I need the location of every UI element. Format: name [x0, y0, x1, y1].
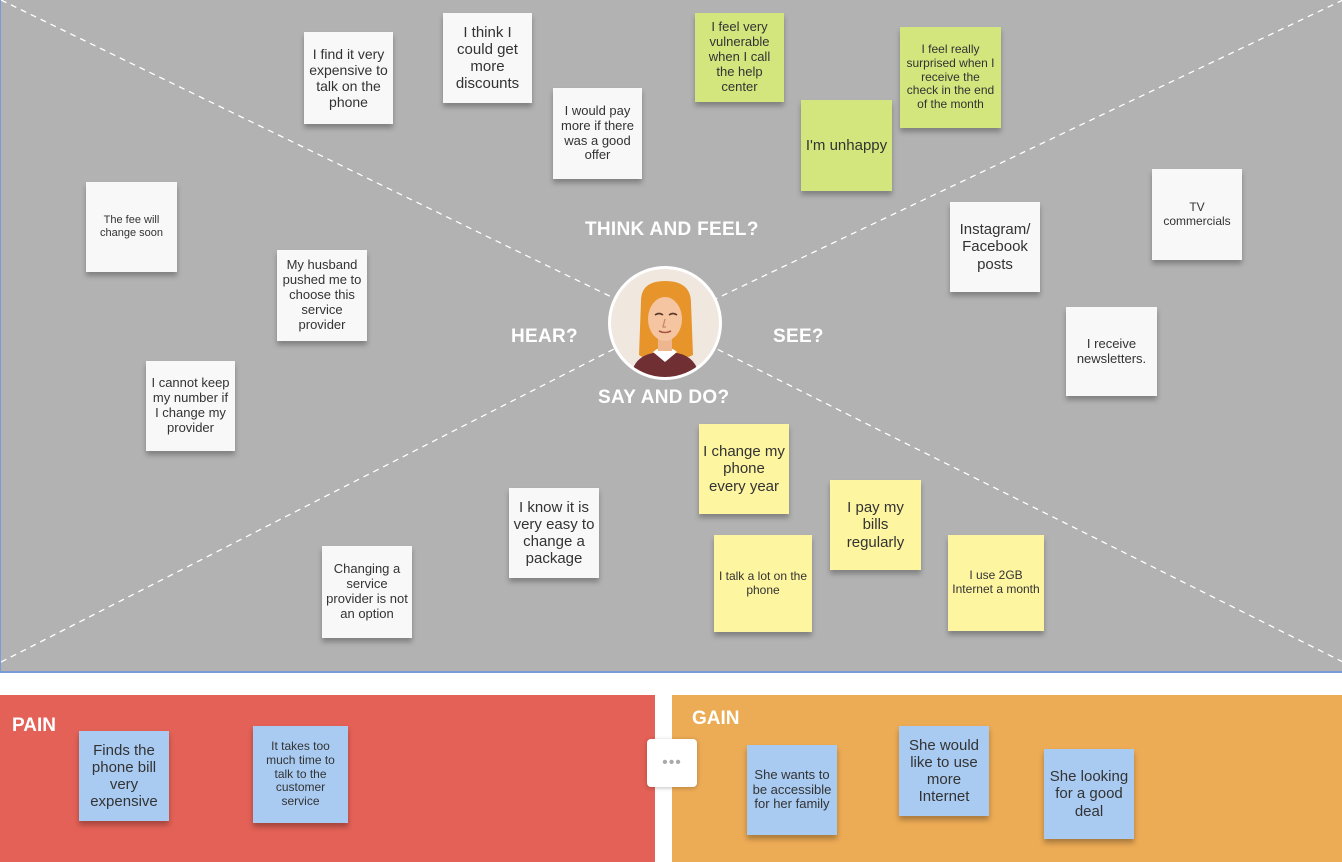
label-say-and-do: SAY AND DO?	[598, 387, 730, 408]
sticky-note[interactable]: I cannot keep my number if I change my p…	[146, 361, 235, 451]
sticky-note[interactable]: I pay my bills regularly	[830, 480, 921, 570]
sticky-note[interactable]: The fee will change soon	[86, 182, 177, 272]
sticky-note[interactable]: She looking for a good deal	[1044, 749, 1134, 839]
empathy-map-board: THINK AND FEEL? HEAR? SEE? SAY AND DO? I…	[0, 0, 1342, 673]
more-horizontal-icon[interactable]: •••	[647, 739, 697, 787]
label-see: SEE?	[773, 326, 824, 347]
sticky-note[interactable]: I would pay more if there was a good off…	[553, 88, 642, 179]
sticky-note[interactable]: I use 2GB Internet a month	[948, 535, 1044, 631]
label-think-and-feel: THINK AND FEEL?	[585, 219, 759, 240]
sticky-note[interactable]: She wants to be accessible for her famil…	[747, 745, 837, 835]
sticky-note[interactable]: I change my phone every year	[699, 424, 789, 514]
sticky-note[interactable]: Instagram/ Facebook posts	[950, 202, 1040, 292]
sticky-note[interactable]: I feel really surprised when I receive t…	[900, 27, 1001, 128]
sticky-note[interactable]: I talk a lot on the phone	[714, 535, 812, 632]
sticky-note[interactable]: My husband pushed me to choose this serv…	[277, 250, 367, 341]
sticky-note[interactable]: I know it is very easy to change a packa…	[509, 488, 599, 578]
sticky-note[interactable]: I receive newsletters.	[1066, 307, 1157, 396]
sticky-note[interactable]: I'm unhappy	[801, 100, 892, 191]
sticky-note[interactable]: It takes too much time to talk to the cu…	[253, 726, 348, 823]
woman-avatar-icon	[608, 266, 722, 380]
pain-title: PAIN	[12, 715, 56, 736]
sticky-note[interactable]: I think I could get more discounts	[443, 13, 532, 103]
gain-title: GAIN	[692, 708, 740, 729]
label-hear: HEAR?	[511, 326, 578, 347]
quadrant-divider-lines	[1, 0, 1342, 663]
sticky-note[interactable]: Finds the phone bill very expensive	[79, 731, 169, 821]
sticky-note[interactable]: She would like to use more Internet	[899, 726, 989, 816]
sticky-note[interactable]: TV commercials	[1152, 169, 1242, 260]
pain-section: PAIN Finds the phone bill very expensive…	[0, 695, 655, 862]
gain-section: GAIN She wants to be accessible for her …	[672, 695, 1342, 862]
sticky-note[interactable]: I find it very expensive to talk on the …	[304, 32, 393, 124]
sticky-note[interactable]: Changing a service provider is not an op…	[322, 546, 412, 638]
sticky-note[interactable]: I feel very vulnerable when I call the h…	[695, 13, 784, 102]
